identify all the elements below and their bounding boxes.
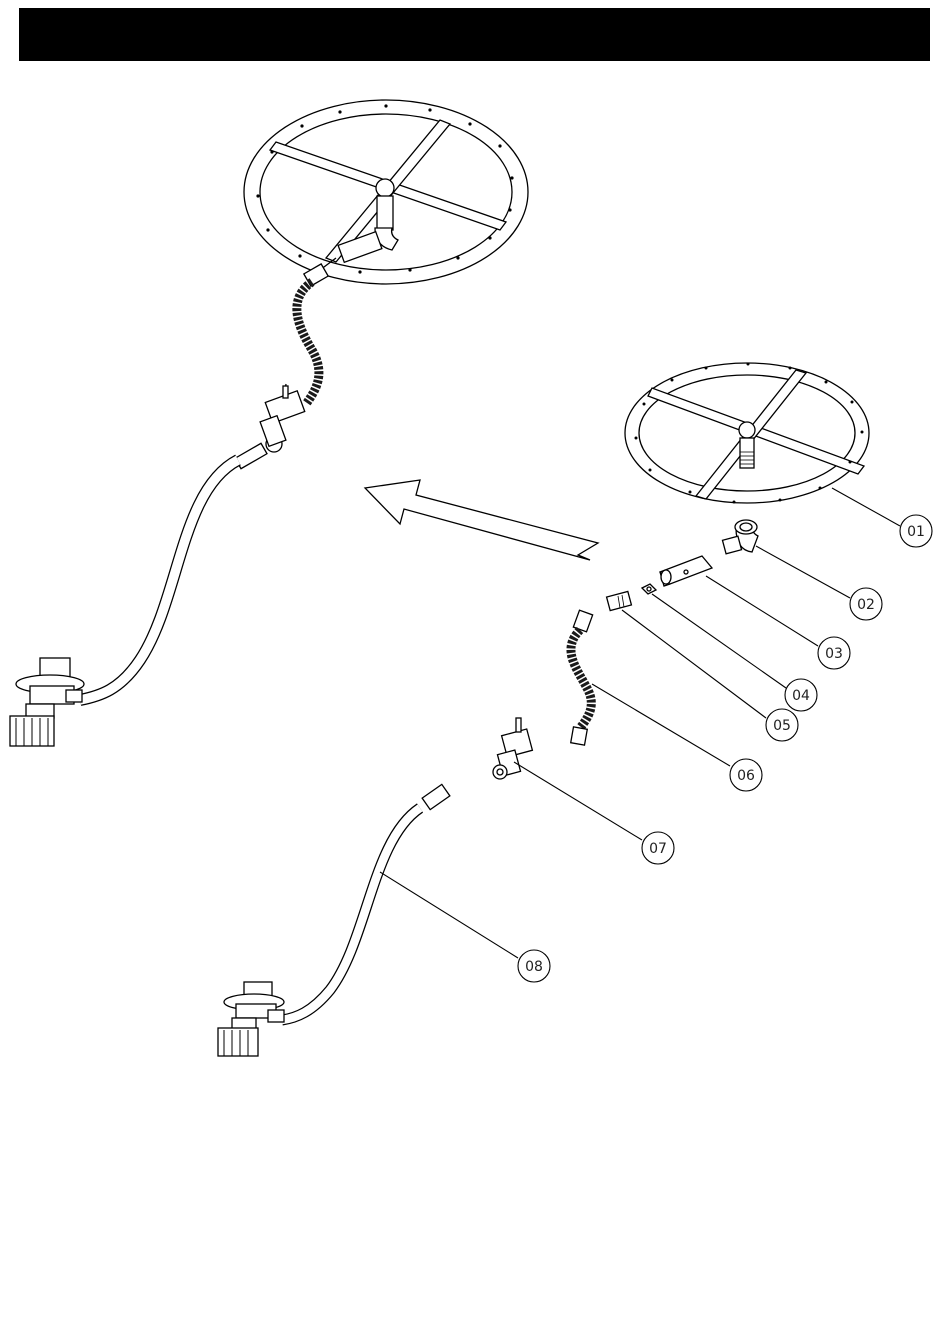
assembled-unit: [10, 100, 528, 746]
callout-07: 07: [642, 832, 674, 864]
leader-01: [832, 488, 900, 526]
callout-label-08: 08: [525, 959, 543, 975]
callout-label-06: 06: [737, 768, 755, 784]
callout-04: 04: [785, 679, 817, 711]
assembled-flex-hose: [297, 282, 319, 404]
part-06-flex-line: [571, 610, 593, 745]
leader-03: [706, 576, 818, 646]
callout-label-07: 07: [649, 841, 667, 857]
callout-02: 02: [850, 588, 882, 620]
assembled-regulator: [10, 658, 84, 746]
leader-02: [756, 546, 850, 598]
callout-label-01: 01: [907, 524, 925, 540]
callout-06: 06: [730, 759, 762, 791]
part-03-air-mixer: [660, 556, 712, 586]
callout-03: 03: [818, 637, 850, 669]
assembled-burner-ring: [244, 100, 528, 284]
exploded-parts: [218, 363, 869, 1057]
assembled-valve: [260, 384, 305, 452]
callout-08: 08: [518, 950, 550, 982]
part-04-orifice: [642, 584, 656, 594]
assembled-hose: [80, 443, 267, 700]
part-08-regulator-hose: [218, 784, 450, 1056]
callout-label-02: 02: [857, 597, 875, 613]
assembly-direction-arrow: [365, 480, 598, 560]
leader-08: [380, 872, 518, 958]
callout-01: 01: [900, 515, 932, 547]
leader-04: [652, 594, 786, 688]
leader-06: [592, 684, 730, 766]
callout-label-04: 04: [792, 688, 810, 704]
callout-label-03: 03: [825, 646, 843, 662]
part-02-elbow: [722, 520, 758, 554]
part-05-fitting: [607, 591, 632, 610]
callout-label-05: 05: [773, 718, 791, 734]
leader-07: [514, 762, 642, 840]
callout-leaders: [380, 488, 900, 958]
leader-05: [622, 610, 766, 718]
part-01-burner-ring: [625, 363, 869, 504]
callout-05: 05: [766, 709, 798, 741]
